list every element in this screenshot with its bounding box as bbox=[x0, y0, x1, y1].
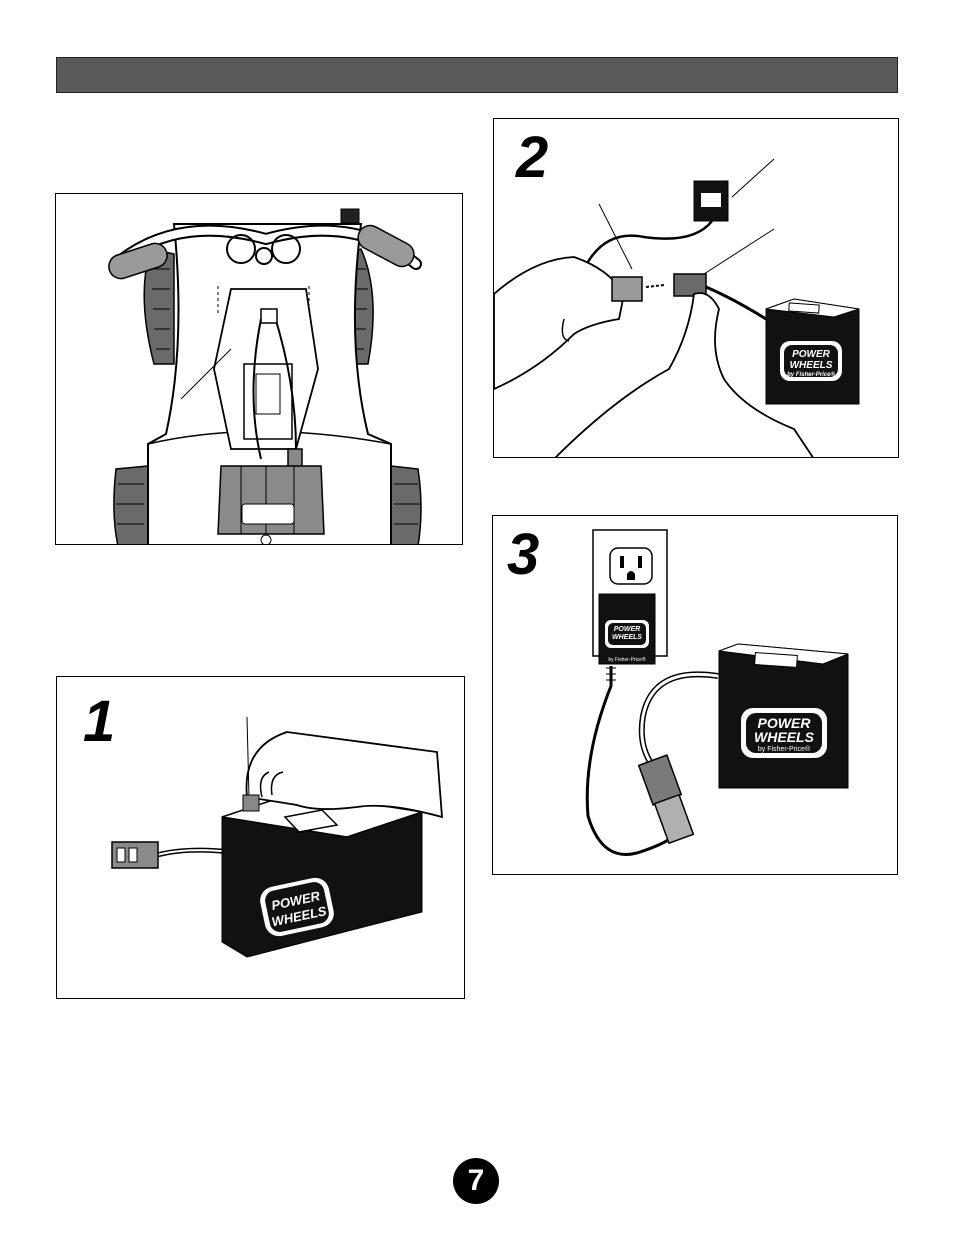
battery-logo-line3: by Fisher-Price® bbox=[787, 371, 835, 378]
atv-battery-compartment-icon bbox=[108, 208, 422, 544]
charger-logo-line2: WHEELS bbox=[612, 634, 642, 641]
charger-logo-line3: by Fisher-Price® bbox=[608, 656, 646, 663]
atv-top-view-figure bbox=[55, 193, 463, 545]
battery-logo-line3: by Fisher-Price® bbox=[758, 745, 811, 753]
step-2-figure: 2 POWER WHEELS by Fisher-Price® bbox=[493, 118, 899, 458]
charger-logo-line1: POWER bbox=[614, 626, 640, 633]
battery-logo-line1: POWER bbox=[758, 715, 812, 731]
battery-logo-line1: POWER bbox=[792, 349, 831, 360]
step-1-number: 1 bbox=[83, 689, 116, 754]
wall-outlet-charging-icon: POWER WHEELS by Fisher-Price® POWER WHEE… bbox=[585, 529, 849, 856]
charger-connect-icon: POWER WHEELS by Fisher-Price® bbox=[494, 158, 860, 457]
step-3-figure: 3 POWER WHEELS by Fisher-Price® POWER WH… bbox=[492, 515, 898, 875]
step-2-number: 2 bbox=[516, 125, 549, 190]
section-header-bar bbox=[56, 57, 898, 93]
step-3-number: 3 bbox=[507, 522, 540, 587]
battery-logo-line2: WHEELS bbox=[790, 360, 833, 371]
page-number-badge: 7 bbox=[453, 1158, 499, 1204]
step-1-figure: 1 POWER WHEELS bbox=[56, 676, 465, 999]
battery-lift-icon: POWER WHEELS bbox=[111, 716, 443, 958]
battery-logo-line2: WHEELS bbox=[754, 729, 815, 745]
